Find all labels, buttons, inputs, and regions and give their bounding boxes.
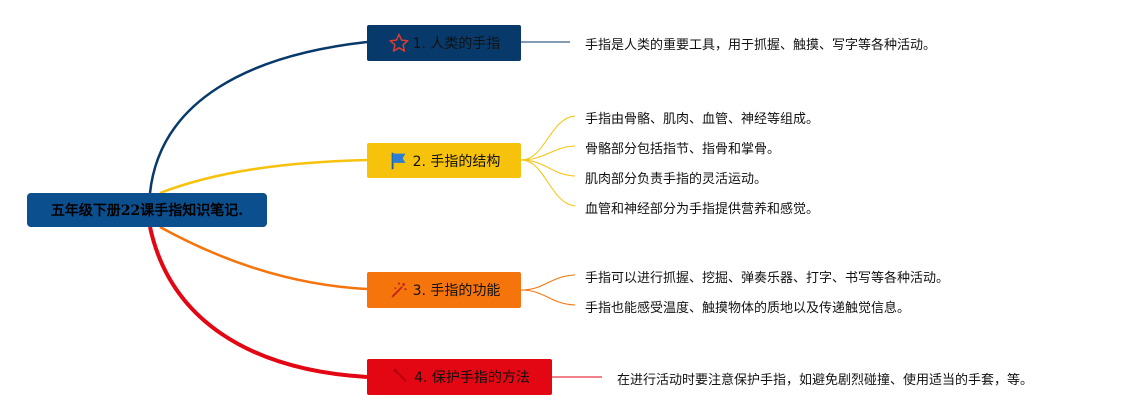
connector-branch-2-leaf-4 xyxy=(520,159,576,207)
flag-icon xyxy=(388,150,410,172)
leaf-text: 肌肉部分负责手指的灵活运动。 xyxy=(585,172,768,187)
leaf-text: 手指是人类的重要工具，用于抓握、触摸、写字等各种活动。 xyxy=(585,38,937,53)
connector-root-branch-1 xyxy=(148,40,368,194)
branch-label: 1. 人类的手指 xyxy=(412,36,501,52)
connector-branch-3-leaf-2 xyxy=(520,289,576,306)
root-label: 五年级下册22课手指知识笔记. xyxy=(50,203,244,219)
root-node[interactable]: 五年级下册22课手指知识笔记. xyxy=(27,193,267,227)
leaf-text: 骨骼部分包括指节、指骨和掌骨。 xyxy=(585,142,781,157)
branch-label: 4. 保护手指的方法 xyxy=(414,370,530,386)
leaf-text: 手指也能感受温度、触摸物体的质地以及传递触觉信息。 xyxy=(585,301,911,316)
branch-node-2[interactable]: 2. 手指的结构 xyxy=(367,143,521,178)
leaf-text: 血管和神经部分为手指提供营养和感觉。 xyxy=(585,202,820,217)
branch-node-4[interactable]: 4. 保护手指的方法 xyxy=(367,359,552,395)
connector-branch-2-leaf-3 xyxy=(520,159,576,177)
connector-branch-3-leaf-1 xyxy=(520,274,576,291)
branch-label: 3. 手指的功能 xyxy=(412,283,501,299)
leaf-text: 在进行活动时要注意保护手指，如避免剧烈碰撞、使用适当的手套，等。 xyxy=(617,373,1034,388)
connector-root-branch-4 xyxy=(148,226,368,379)
pin-icon xyxy=(389,366,411,388)
connector-branch-2-leaf-2 xyxy=(520,145,576,161)
branch-node-3[interactable]: 3. 手指的功能 xyxy=(367,272,521,308)
leaf-text: 手指可以进行抓握、挖掘、弹奏乐器、打字、书写等各种活动。 xyxy=(585,271,950,286)
branch-label: 2. 手指的结构 xyxy=(412,153,501,170)
leaf-text: 手指由骨骼、肌肉、血管、神经等组成。 xyxy=(585,112,820,127)
connector-root-branch-3 xyxy=(159,225,368,291)
connector-branch-2-leaf-1 xyxy=(520,115,576,161)
sparkle-icon xyxy=(388,279,410,301)
branch-node-1[interactable]: 1. 人类的手指 xyxy=(367,25,521,61)
connector-root-branch-2 xyxy=(159,158,368,195)
star-icon xyxy=(388,32,410,54)
